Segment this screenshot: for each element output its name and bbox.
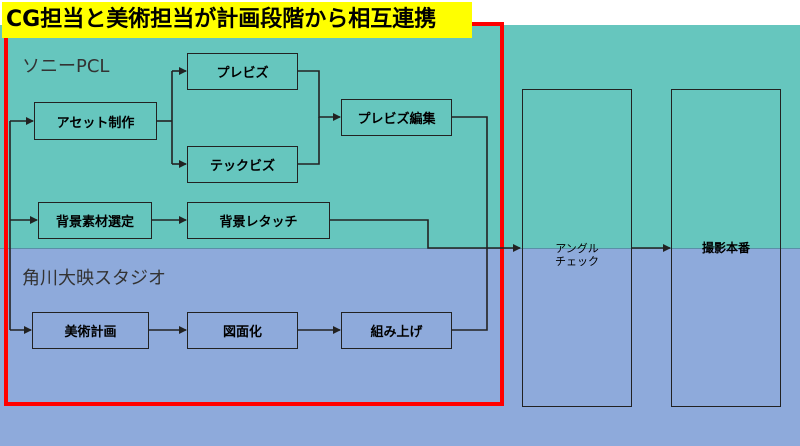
node-assembly: 組み上げ: [341, 312, 452, 349]
node-drafting: 図面化: [187, 312, 298, 349]
group-label-sony-pcl: ソニーPCL: [22, 56, 110, 77]
sony-pcl-band: [0, 25, 800, 249]
headline: CG担当と美術担当が計画段階から相互連携: [2, 2, 472, 38]
node-asset: アセット制作: [34, 102, 157, 140]
node-angle-check: アングル チェック: [522, 89, 632, 407]
node-shooting: 撮影本番: [671, 89, 781, 407]
node-techvis: テックビズ: [187, 146, 298, 183]
node-previs-edit: プレビズ編集: [341, 99, 452, 136]
node-bg-retouch: 背景レタッチ: [187, 202, 330, 239]
node-art-plan: 美術計画: [32, 312, 149, 349]
kadokawa-studio-band: [0, 249, 800, 446]
group-label-kadokawa: 角川大映スタジオ: [22, 268, 166, 289]
node-bg-select: 背景素材選定: [38, 202, 152, 239]
node-previs: プレビズ: [187, 53, 298, 90]
